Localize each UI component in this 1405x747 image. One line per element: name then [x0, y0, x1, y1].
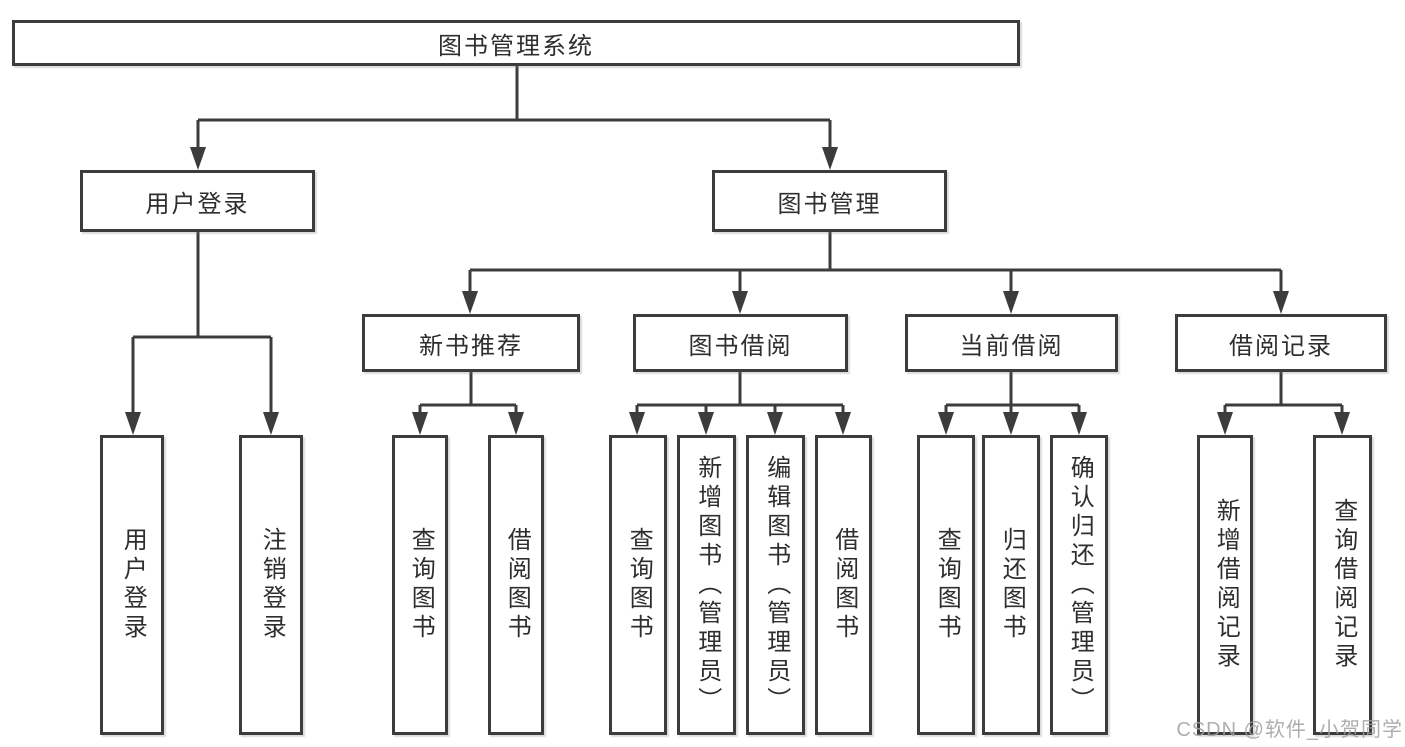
arrow-down-icon [125, 412, 141, 435]
node-book-borrow: 图书借阅 [633, 314, 848, 372]
leaf-query-borrow-record: 查询借阅记录 [1313, 435, 1372, 735]
arrow-down-icon [462, 291, 478, 314]
node-current-borrow: 当前借阅 [905, 314, 1118, 372]
arrow-down-icon [822, 147, 838, 170]
arrow-down-icon [1217, 412, 1233, 435]
leaf-return-books: 归还图书 [982, 435, 1040, 735]
node-borrow-records: 借阅记录 [1175, 314, 1387, 372]
arrow-down-icon [263, 412, 279, 435]
arrow-down-icon [1071, 412, 1087, 435]
arrow-down-icon [412, 412, 428, 435]
node-user-login: 用户登录 [80, 170, 315, 232]
leaf-confirm-return-admin: 确认归还（管理员） [1050, 435, 1108, 735]
arrow-down-icon [629, 412, 645, 435]
leaf-query-books: 查询图书 [609, 435, 667, 735]
leaf-borrow-books: 借阅图书 [488, 435, 544, 735]
leaf-borrow-books: 借阅图书 [815, 435, 872, 735]
arrow-down-icon [835, 412, 851, 435]
arrow-down-icon [1273, 291, 1289, 314]
arrow-down-icon [767, 412, 783, 435]
arrowheads [125, 147, 1350, 435]
arrow-down-icon [938, 412, 954, 435]
arrow-down-icon [508, 412, 524, 435]
leaf-query-books: 查询图书 [917, 435, 975, 735]
leaf-edit-books-admin: 编辑图书（管理员） [746, 435, 805, 735]
arrow-down-icon [1003, 291, 1019, 314]
leaf-user-login: 用户登录 [100, 435, 164, 735]
arrow-down-icon [190, 147, 206, 170]
arrow-down-icon [732, 291, 748, 314]
node-new-book-recommend: 新书推荐 [362, 314, 580, 372]
leaf-add-books-admin: 新增图书（管理员） [677, 435, 736, 735]
node-book-management: 图书管理 [712, 170, 947, 232]
leaf-logout: 注销登录 [239, 435, 303, 735]
arrow-down-icon [1334, 412, 1350, 435]
leaf-query-books: 查询图书 [392, 435, 448, 735]
watermark: CSDN @软件_小贺同学 [1176, 719, 1403, 741]
node-root-system: 图书管理系统 [12, 20, 1020, 66]
arrow-down-icon [698, 412, 714, 435]
arrow-down-icon [1003, 412, 1019, 435]
leaf-add-borrow-record: 新增借阅记录 [1197, 435, 1253, 735]
